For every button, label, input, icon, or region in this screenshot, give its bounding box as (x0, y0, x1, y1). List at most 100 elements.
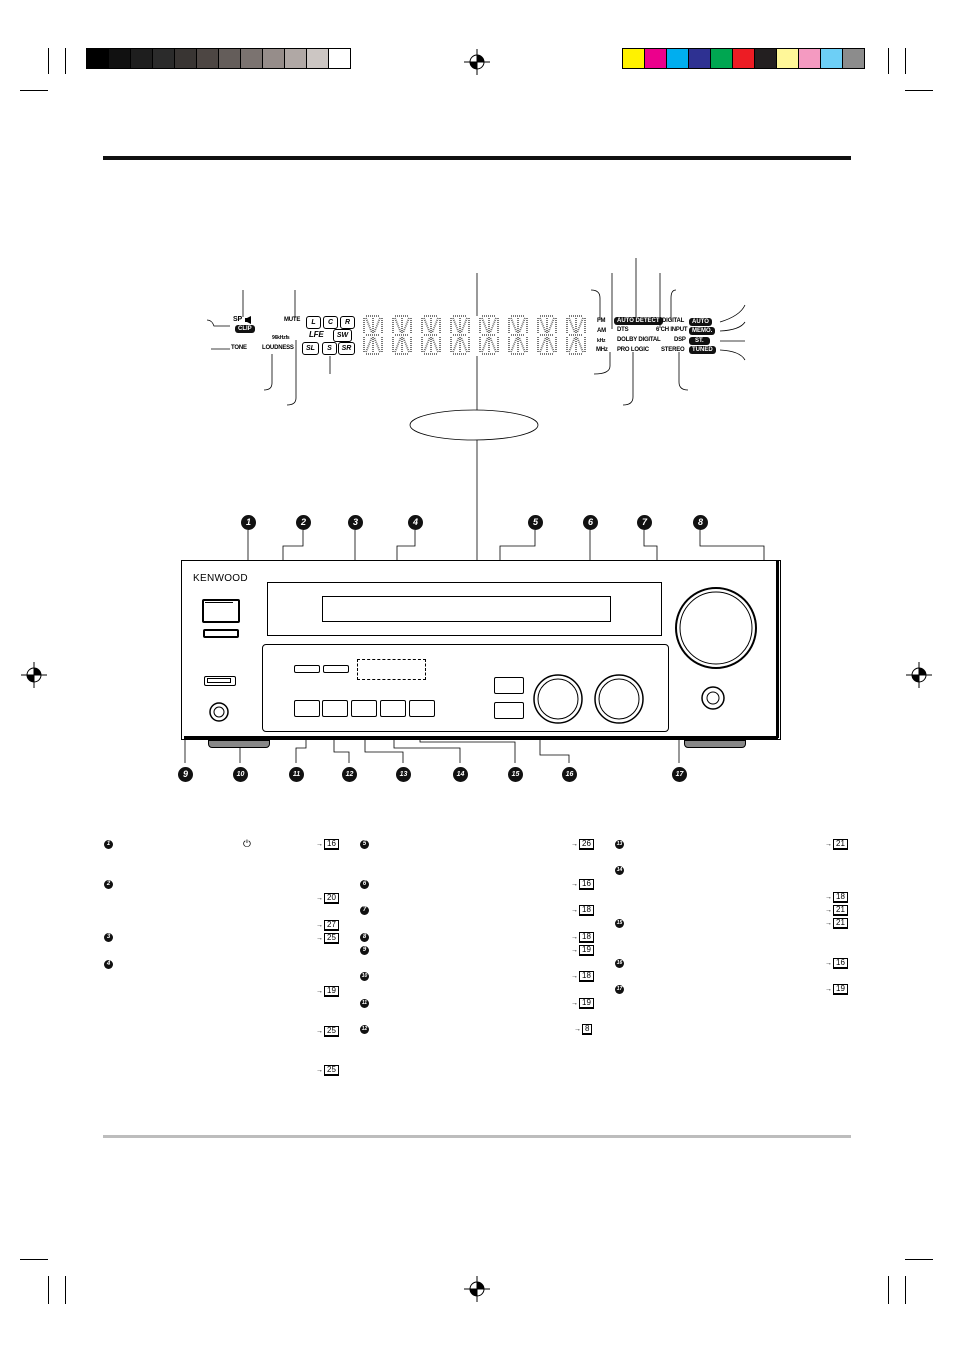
speakers-button[interactable] (203, 629, 239, 638)
ref-page: 18 (579, 932, 594, 943)
callout-3: 3 (348, 515, 363, 530)
display-window (267, 582, 662, 636)
memo-indicator: MEMO. (689, 327, 716, 335)
mhz-indicator: MHz (596, 347, 608, 353)
callout-1: 1 (241, 515, 256, 530)
segment-character (479, 315, 499, 355)
ref-num-1: 1 (104, 840, 113, 849)
st-indicator: ST. (689, 337, 710, 345)
ref-page: 27 (324, 920, 339, 931)
ref-page: 25 (324, 1026, 339, 1037)
ref-num-9: 9 (360, 946, 369, 955)
ref-page: 25 (324, 1065, 339, 1076)
ref-page: 21 (833, 839, 848, 850)
ref-page: 16 (833, 958, 848, 969)
multi-control-knob[interactable] (595, 677, 643, 725)
channel-c: C (323, 316, 338, 329)
ref-page: 8 (582, 1024, 593, 1035)
segment-character (508, 315, 528, 355)
channel-sr: SR (338, 342, 355, 355)
ref-num-8: 8 (360, 933, 369, 942)
tone-button[interactable] (294, 665, 320, 673)
memory-button[interactable] (494, 702, 524, 719)
dolby-digital-indicator: DOLBY DIGITAL (617, 337, 661, 343)
segment-character (392, 315, 412, 355)
freq-indicator: 96kHzfs (272, 335, 290, 341)
callout-15: 15 (508, 767, 523, 782)
channel-r: R (340, 316, 355, 329)
ref-num-12: 12 (360, 1025, 369, 1034)
header-rule (103, 156, 851, 160)
tuning-knob[interactable] (534, 677, 582, 725)
fm-indicator: FM (597, 318, 606, 324)
input-button[interactable] (204, 676, 236, 686)
ref-page: 16 (579, 879, 594, 890)
input-selector-2[interactable] (322, 700, 348, 717)
auto-detect-indicator: AUTO DETECT (614, 317, 663, 325)
phones-jack[interactable] (208, 701, 230, 723)
ref-page: 25 (324, 933, 339, 944)
tuned-indicator: TUNED (689, 346, 716, 354)
ref-num-7: 7 (360, 906, 369, 915)
swatch (328, 48, 351, 69)
power-symbol: ⏻ (243, 839, 251, 850)
speaker-icon (245, 316, 251, 324)
callout-8: 8 (693, 515, 708, 530)
stereo-indicator: STEREO (661, 347, 685, 353)
standby-button[interactable] (700, 685, 726, 711)
input-selector-4[interactable] (380, 700, 406, 717)
segment-character (363, 315, 383, 355)
ref-num-2: 2 (104, 880, 113, 889)
input-selector-1[interactable] (294, 700, 320, 717)
channel-sl: SL (302, 342, 319, 355)
mute-indicator: MUTE (284, 317, 301, 323)
ref-page: 21 (833, 905, 848, 916)
band-button[interactable] (494, 677, 524, 694)
brand-logo: KENWOOD (193, 573, 248, 584)
channel-s: S (322, 342, 337, 355)
ref-num-6: 6 (360, 880, 369, 889)
auto-indicator: AUTO (689, 318, 712, 326)
volume-knob[interactable] (674, 586, 758, 670)
channel-l: L (306, 316, 321, 329)
callout-16: 16 (562, 767, 577, 782)
right-foot (684, 740, 746, 748)
callout-2: 2 (296, 515, 311, 530)
callout-10: 10 (233, 767, 248, 782)
segment-character (566, 315, 586, 355)
ref-num-13: 13 (615, 840, 624, 849)
listen-mode-buttons[interactable] (357, 659, 426, 680)
dsp-indicator: DSP (674, 337, 686, 343)
ref-num-10: 10 (360, 972, 369, 981)
power-button[interactable] (202, 599, 240, 623)
ref-page: 18 (579, 905, 594, 916)
input-selector-3[interactable] (351, 700, 377, 717)
tone-indicator: TONE (231, 345, 247, 351)
ref-num-14: 14 (615, 866, 624, 875)
ref-page: 19 (324, 986, 339, 997)
clip-indicator: CLIP (235, 325, 255, 333)
loudness-button[interactable] (323, 665, 349, 673)
ref-page: 18 (833, 892, 848, 903)
input-selector-5[interactable] (409, 700, 435, 717)
callout-14: 14 (453, 767, 468, 782)
ref-page: 26 (579, 839, 594, 850)
receiver-body (181, 560, 781, 740)
ref-page: 16 (324, 839, 339, 850)
khz-indicator: kHz (597, 338, 606, 344)
am-indicator: AM (597, 328, 606, 334)
control-panel (262, 644, 669, 732)
ref-num-17: 17 (615, 985, 624, 994)
6ch-input-indicator: 6 CH INPUT (656, 327, 688, 333)
footer-rule (103, 1135, 851, 1138)
ref-page: 20 (324, 893, 339, 904)
ref-page: 18 (579, 971, 594, 982)
swatch (842, 48, 865, 69)
ref-page: 21 (833, 918, 848, 929)
knob-pair (533, 674, 644, 724)
fl-display (322, 596, 611, 622)
callout-6: 6 (583, 515, 598, 530)
callout-4: 4 (408, 515, 423, 530)
callout-17: 17 (672, 767, 687, 782)
